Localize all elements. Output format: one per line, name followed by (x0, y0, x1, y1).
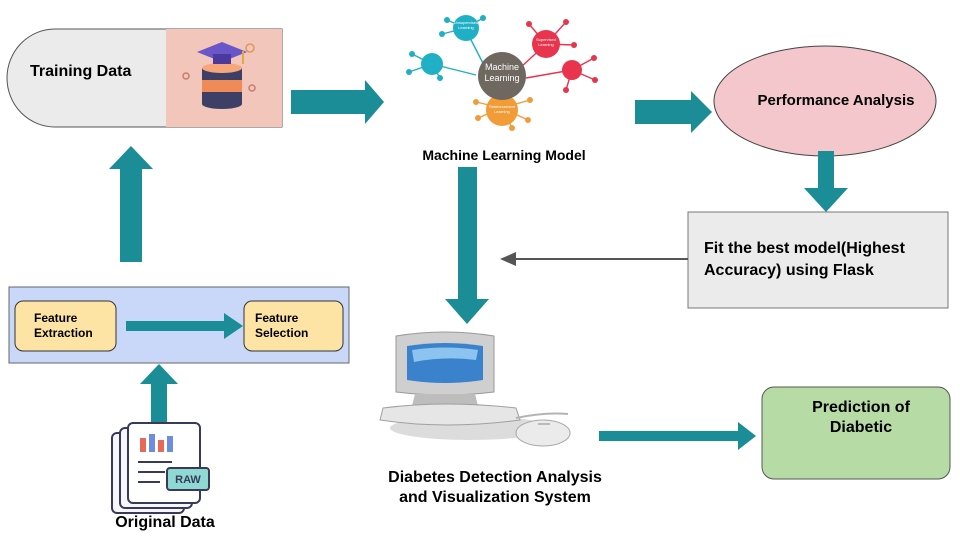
database-graduation-icon (166, 29, 282, 127)
training-data-label: Training Data (30, 63, 132, 80)
arrow-ml-to-system (445, 167, 489, 324)
ml-model-label: Machine Learning Model (422, 147, 586, 163)
feature-extraction-label: Feature Extraction (34, 311, 93, 340)
arrow-training-to-ml (291, 80, 384, 124)
system-label: Diabetes Detection Analysis and Visualiz… (388, 469, 602, 506)
machine-learning-mindmap-icon (406, 15, 598, 131)
ml-center-label: Machine Learning (484, 62, 520, 83)
fit-best-model-label: Fit the best model(Highest Accuracy) usi… (704, 240, 905, 279)
arrow-extraction-to-selection (126, 313, 243, 339)
prediction-node (761, 386, 951, 480)
raw-data-document-icon (111, 422, 210, 514)
performance-analysis-label: Performance Analysis (757, 92, 915, 109)
arrow-system-to-prediction (599, 422, 756, 450)
original-data-label: Original Data (115, 514, 215, 531)
raw-badge-label: RAW (175, 474, 201, 486)
computer-icon (379, 331, 571, 447)
ml-branch-unsupervised: Unsupervised Learning (453, 20, 479, 30)
arrow-fit-to-system (500, 252, 688, 266)
feature-panel (8, 286, 350, 364)
ml-branch-reinforcement: Reinforcement Learning (488, 104, 515, 114)
feature-selection-node (243, 300, 344, 352)
arrow-performance-to-fit (804, 151, 848, 212)
arrow-ml-to-performance (635, 91, 712, 133)
arrow-original-to-features (140, 364, 178, 422)
prediction-label: Prediction of Diabetic (812, 399, 910, 436)
training-data-node (6, 28, 283, 128)
feature-selection-label: Feature Selection (255, 311, 309, 340)
feature-extraction-node (14, 300, 117, 352)
ml-branch-supervised: Supervised Learning (535, 37, 556, 47)
arrow-features-to-training (109, 146, 153, 262)
